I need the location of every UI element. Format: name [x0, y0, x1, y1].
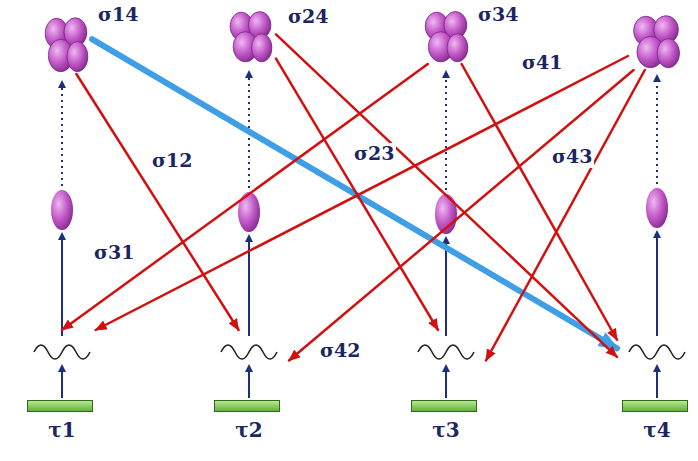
gene-node: τ4 [617, 330, 697, 452]
interaction-label: σ41 [520, 52, 564, 74]
gene-node: τ1 [22, 330, 102, 452]
gene-bar [411, 400, 477, 412]
interaction-arrow [276, 34, 617, 357]
protein-complex-shape [40, 16, 92, 74]
interaction-arrow [96, 56, 628, 330]
gene-bar [214, 400, 280, 412]
gene-bar [27, 400, 93, 412]
interaction-arrow [76, 74, 238, 330]
gene-label: τ2 [209, 418, 289, 442]
gene-node: τ2 [209, 330, 289, 452]
gene-label: τ4 [617, 418, 697, 442]
interaction-label: σ14 [96, 4, 140, 26]
protein-complex-shape [225, 10, 276, 64]
interaction-label: σ43 [550, 146, 594, 168]
highlighted-interaction-arrow [92, 39, 617, 348]
protein-complex [420, 10, 472, 64]
protein-complex [40, 16, 92, 74]
interaction-label: σ23 [352, 143, 396, 165]
protein-complex [225, 10, 276, 64]
interaction-label: σ42 [318, 340, 362, 362]
dotted-assembly-arrows [62, 72, 657, 190]
interaction-label: σ31 [92, 242, 136, 264]
interaction-arrow [462, 64, 617, 340]
interaction-label: σ24 [286, 6, 330, 28]
interaction-label: σ12 [150, 150, 194, 172]
transcription-arrows [62, 366, 657, 398]
interaction-arrow [289, 70, 634, 361]
interaction-label: σ34 [476, 4, 520, 26]
protein-complex-shape [628, 14, 684, 70]
gene-label: τ1 [22, 418, 102, 442]
gene-node: τ3 [406, 330, 486, 452]
protein-complex [628, 14, 684, 70]
interaction-arrow [486, 70, 645, 361]
gene-label: τ3 [406, 418, 486, 442]
gene-bar [622, 400, 688, 412]
protein-complex-shape [420, 10, 472, 64]
